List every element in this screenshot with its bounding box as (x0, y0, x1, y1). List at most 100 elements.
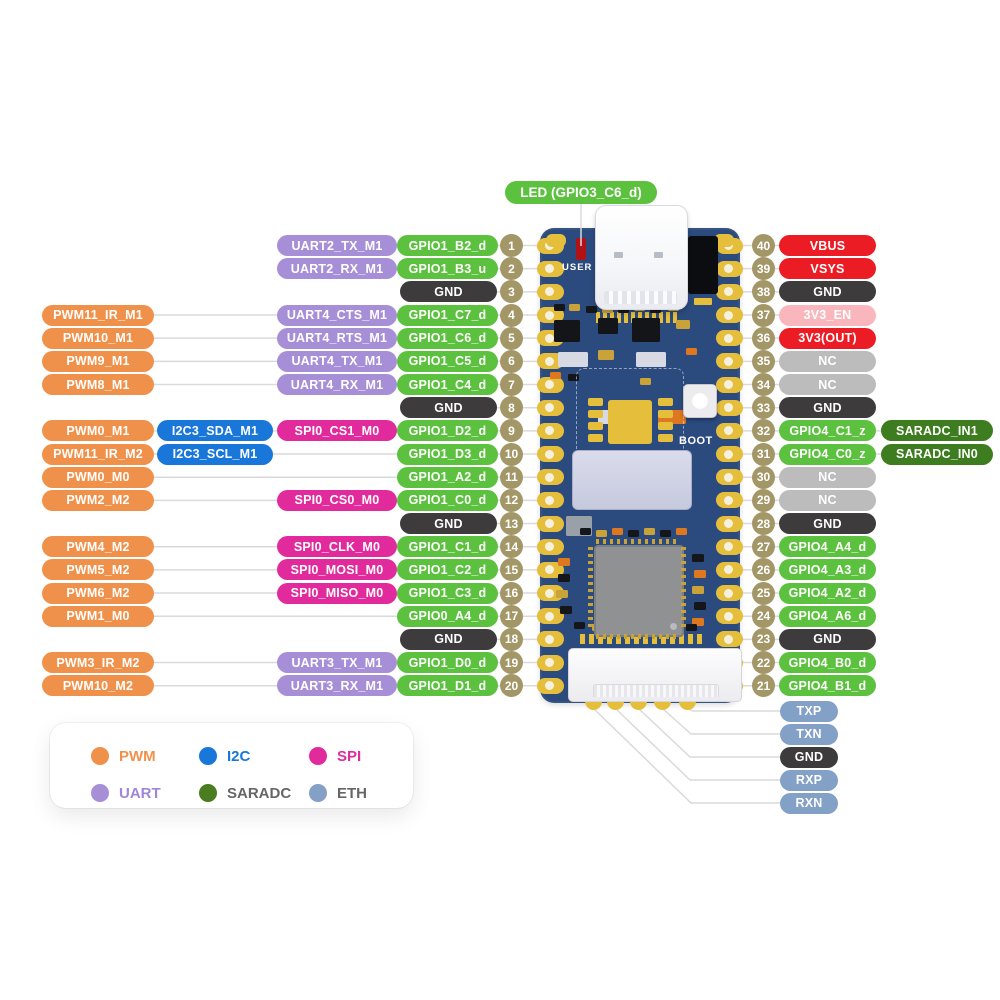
board-component (586, 306, 597, 313)
pin-38-label-gnd: GND (779, 281, 876, 303)
pin-10-label-pwm: PWM11_IR_M2 (42, 443, 154, 465)
pin-9-number: 9 (500, 419, 523, 443)
pin-10-label-gpio: GPIO1_D3_d (397, 443, 498, 465)
board-component (723, 356, 733, 366)
pin-11-label-pwm: PWM0_M0 (42, 466, 154, 488)
pin-21-label-gpio: GPIO4_B1_d (779, 675, 876, 697)
pin-37-number: 37 (752, 303, 775, 327)
board-component (550, 372, 561, 379)
main-chip (594, 545, 684, 637)
pin-33-label-gnd: GND (779, 397, 876, 419)
board-component (723, 472, 733, 482)
pin-22-label-gpio: GPIO4_B0_d (779, 652, 876, 674)
pin-25-number: 25 (752, 581, 775, 605)
boot-button[interactable] (683, 384, 717, 418)
legend-dot-eth (309, 784, 327, 802)
pin-7-label-uart: UART4_RX_M1 (277, 374, 397, 396)
pin-29-label-nc: NC (779, 489, 876, 511)
pin-10-number: 10 (500, 442, 523, 466)
pin-16-label-gpio: GPIO1_C3_d (397, 582, 498, 604)
board-component (544, 495, 554, 505)
eth-label-rxn: RXN (780, 792, 838, 814)
pin-16-number: 16 (500, 581, 523, 605)
pin-2-number: 2 (500, 257, 523, 281)
board-component (544, 565, 554, 575)
pin-33-number: 33 (752, 396, 775, 420)
pin-38-number: 38 (752, 280, 775, 304)
board-component (723, 495, 733, 505)
legend-label-spi: SPI (337, 748, 362, 765)
pin-14-label-gpio: GPIO1_C1_d (397, 536, 498, 558)
board-component (723, 542, 733, 552)
board-component (544, 287, 554, 297)
pin-12-number: 12 (500, 488, 523, 512)
pin-30-number: 30 (752, 465, 775, 489)
board-component (723, 426, 733, 436)
pin-19-label-uart: UART3_TX_M1 (277, 652, 397, 674)
chip-pins (596, 539, 678, 544)
pin-4-number: 4 (500, 303, 523, 327)
eth-label-gnd: GND (780, 746, 838, 768)
pin-6-label-pwm: PWM9_M1 (42, 350, 154, 372)
pin-5-label-gpio: GPIO1_C6_d (397, 327, 498, 349)
board-component (544, 333, 554, 343)
pin-24-number: 24 (752, 604, 775, 628)
chip-pins (588, 547, 593, 631)
pin-7-label-pwm: PWM8_M1 (42, 374, 154, 396)
pin-24-label-gpio: GPIO4_A6_d (779, 605, 876, 627)
board-component (694, 570, 706, 578)
legend-dot-spi (309, 747, 327, 765)
pin-11-number: 11 (500, 465, 523, 489)
pin-28-label-gnd: GND (779, 513, 876, 535)
board-component (723, 634, 733, 644)
pin-39-number: 39 (752, 257, 775, 281)
pin-29-number: 29 (752, 488, 775, 512)
board-component (544, 658, 554, 668)
pin-26-number: 26 (752, 558, 775, 582)
board-component (546, 234, 566, 247)
board-component (676, 528, 687, 535)
board-component (580, 528, 591, 535)
board-component (544, 426, 554, 436)
pin-31-label-gpio: GPIO4_C0_z (779, 443, 876, 465)
pin-30-label-nc: NC (779, 466, 876, 488)
board-component (544, 519, 554, 529)
board-component (692, 554, 704, 562)
pin-6-number: 6 (500, 349, 523, 373)
usb-contact (614, 252, 623, 258)
pin-15-number: 15 (500, 558, 523, 582)
board-component (588, 410, 603, 418)
board-component (692, 586, 704, 594)
pin-20-label-gpio: GPIO1_D1_d (397, 675, 498, 697)
led-callout-label: LED (GPIO3_C6_d) (505, 181, 657, 204)
pin-20-label-pwm: PWM10_M2 (42, 675, 154, 697)
board-component (686, 624, 697, 631)
legend-label-pwm: PWM (119, 748, 156, 765)
board-component (560, 606, 572, 614)
board-component (574, 622, 585, 629)
pin-4-label-pwm: PWM11_IR_M1 (42, 304, 154, 326)
pin-18-label-gnd: GND (400, 628, 497, 650)
board-component (556, 590, 568, 598)
board-component (692, 618, 704, 626)
board-component (640, 378, 651, 385)
board-component (644, 528, 655, 535)
board-component (544, 472, 554, 482)
pin-6-label-uart: UART4_TX_M1 (277, 350, 397, 372)
pin-17-label-pwm: PWM1_M0 (42, 605, 154, 627)
pin-4-label-gpio: GPIO1_C7_d (397, 304, 498, 326)
legend-dot-uart (91, 784, 109, 802)
board-component (723, 611, 733, 621)
pin-4-label-uart: UART4_CTS_M1 (277, 304, 397, 326)
legend-label-saradc: SARADC (227, 785, 292, 802)
board-component (723, 519, 733, 529)
eth-label-txp: TXP (780, 700, 838, 722)
board-component (588, 434, 603, 442)
legend-dot-saradc (199, 784, 217, 802)
board-component (636, 352, 666, 367)
board-component (544, 449, 554, 459)
board-component (568, 374, 579, 381)
pin-3-number: 3 (500, 280, 523, 304)
board-component (544, 634, 554, 644)
